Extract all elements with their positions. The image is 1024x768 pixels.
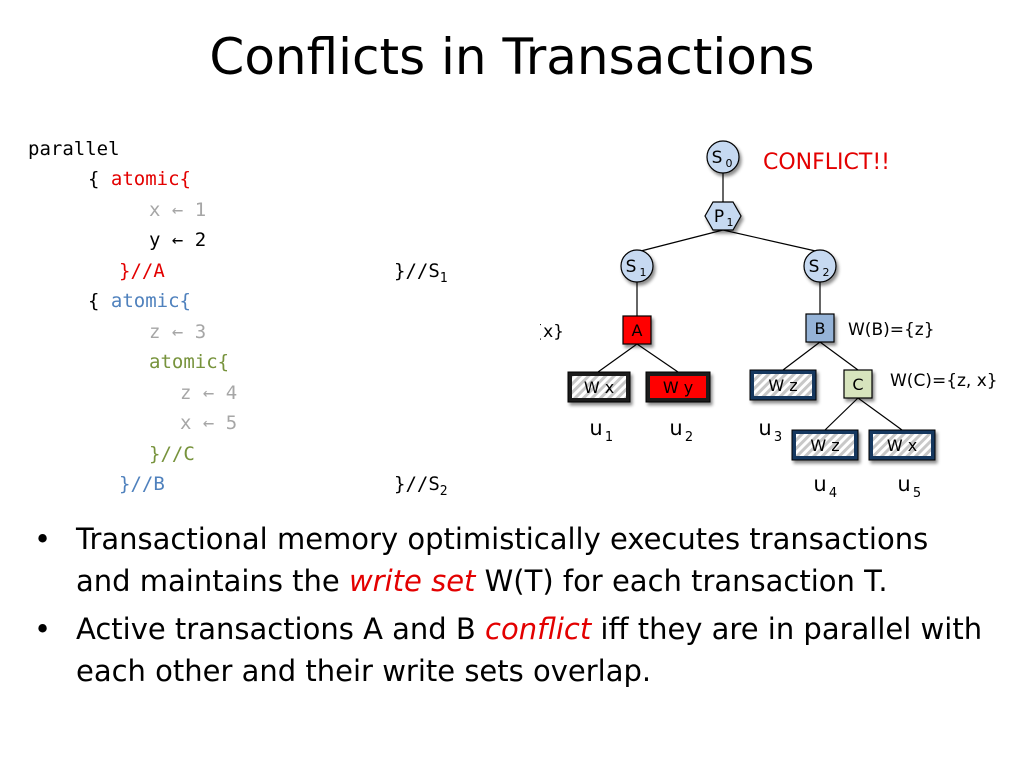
code-line-atomic-c: atomic{: [149, 351, 230, 373]
label-u3: u: [758, 416, 771, 440]
label-u3-sub: 3: [774, 430, 782, 445]
code-atomic-a: atomic{: [110, 168, 191, 190]
node-u4: [791, 429, 859, 461]
label-u1: u: [589, 416, 602, 440]
node-u4-op: W z: [810, 436, 839, 455]
bullet-1-text-end: W(T) for each transaction T.: [475, 564, 888, 598]
bullet-1-text-start: Transactional memory optimistically exec…: [76, 522, 929, 598]
write-set-a-text: W(A)={x}: [540, 322, 564, 342]
code-end-s1-text: }//S: [394, 260, 440, 282]
node-s1-sub: 1: [640, 266, 647, 279]
label-u2-sub: 2: [685, 430, 693, 445]
label-u1-sub: 1: [605, 430, 613, 445]
code-line-end-s1: }//S1: [394, 256, 448, 286]
node-u5: [868, 429, 936, 461]
code-line-end-c: }//C: [149, 443, 195, 465]
node-u3: [749, 369, 817, 401]
code-brace: {: [88, 168, 111, 190]
code-end-s2-sub: 2: [439, 483, 448, 499]
node-u2: [645, 371, 711, 403]
node-s0-label: S: [712, 148, 723, 168]
code-line-atomic-b: { atomic{: [88, 286, 191, 316]
code-parallel-keyword: parallel: [28, 138, 120, 160]
label-u4-sub: 4: [829, 486, 837, 501]
edge-c-u5: [857, 397, 903, 431]
edge-c-u4: [824, 397, 859, 431]
label-u5-sub: 5: [913, 486, 921, 501]
node-a-label: A: [632, 321, 643, 340]
bullet-conflict: • Active transactions A and B conflict i…: [28, 608, 988, 692]
write-set-c: W(C)={z, x}: [890, 371, 998, 391]
bullet-2-text-start: Active transactions A and B: [76, 612, 486, 646]
node-b-label: B: [815, 319, 826, 338]
edge-a-u1: [597, 343, 638, 373]
tree-edges: [597, 172, 903, 431]
node-u3-op: W z: [768, 376, 797, 395]
edge-p1-s1: [636, 229, 724, 253]
edge-b-u3: [782, 341, 821, 371]
code-line-atomic-a: { atomic{: [88, 164, 191, 194]
conflict-label: CONFLICT!!: [763, 150, 890, 175]
code-line-end-b: }//B: [119, 473, 165, 495]
node-s0: [706, 140, 740, 174]
code-line-x5: x ← 5: [180, 412, 238, 434]
parse-tree-diagram: S 0 CONFLICT!! P 1 S 1 S 2 A W(A)={x} B …: [540, 140, 998, 501]
code-line-end-s2: }//S2: [394, 469, 448, 499]
code-end-s2-text: }//S: [394, 473, 440, 495]
code-line-x1: x ← 1: [149, 199, 207, 221]
bullet-dot: •: [34, 522, 52, 556]
code-listing: parallel { atomic{ x ← 1 y ← 2 }//A }//S…: [28, 134, 488, 504]
edge-p1-s2: [722, 229, 821, 253]
node-s1: [620, 249, 654, 283]
write-set-b: W(B)={z}: [848, 320, 935, 340]
edge-b-c: [819, 341, 859, 371]
node-c: [843, 369, 873, 399]
code-brace: {: [88, 290, 111, 312]
node-b: [805, 313, 835, 343]
node-p1-sub: 1: [727, 216, 734, 229]
code-line-parallel: parallel: [28, 134, 120, 164]
code-end-s1-sub: 1: [439, 270, 448, 286]
node-s0-sub: 0: [726, 157, 733, 170]
bullet-2-text-end: iff they are in parallel with each other…: [76, 612, 983, 688]
node-u2-op: W y: [663, 378, 693, 397]
node-s2-sub: 2: [823, 266, 830, 279]
node-s1-label: S: [626, 257, 637, 277]
node-a: [622, 315, 652, 345]
node-p1: [704, 201, 742, 231]
node-u5-op: W x: [887, 436, 917, 455]
label-u4: u: [813, 472, 826, 496]
code-line-z4: z ← 4: [180, 382, 238, 404]
label-u5: u: [897, 472, 910, 496]
code-atomic-b: atomic{: [110, 290, 191, 312]
bullet-2-emphasis: conflict: [485, 612, 592, 646]
code-line-end-a: }//A: [119, 260, 165, 282]
bullet-dot: •: [34, 612, 52, 646]
code-line-z3: z ← 3: [149, 321, 207, 343]
bullet-write-set: • Transactional memory optimistically ex…: [28, 518, 988, 602]
write-set-a: W(A)={x}: [540, 322, 564, 342]
code-line-y2: y ← 2: [149, 229, 207, 251]
node-u1-op: W x: [584, 378, 614, 397]
node-u1: [567, 371, 631, 403]
node-p1-label: P: [714, 207, 724, 227]
edge-a-u2: [636, 343, 679, 373]
node-s2: [803, 249, 837, 283]
slide-title: Conflicts in Transactions: [209, 28, 815, 86]
node-c-label: C: [852, 375, 863, 394]
node-s2-label: S: [809, 257, 820, 277]
bullet-1-emphasis: write set: [348, 564, 476, 598]
bullet-list: • Transactional memory optimistically ex…: [28, 518, 988, 698]
label-u2: u: [669, 416, 682, 440]
